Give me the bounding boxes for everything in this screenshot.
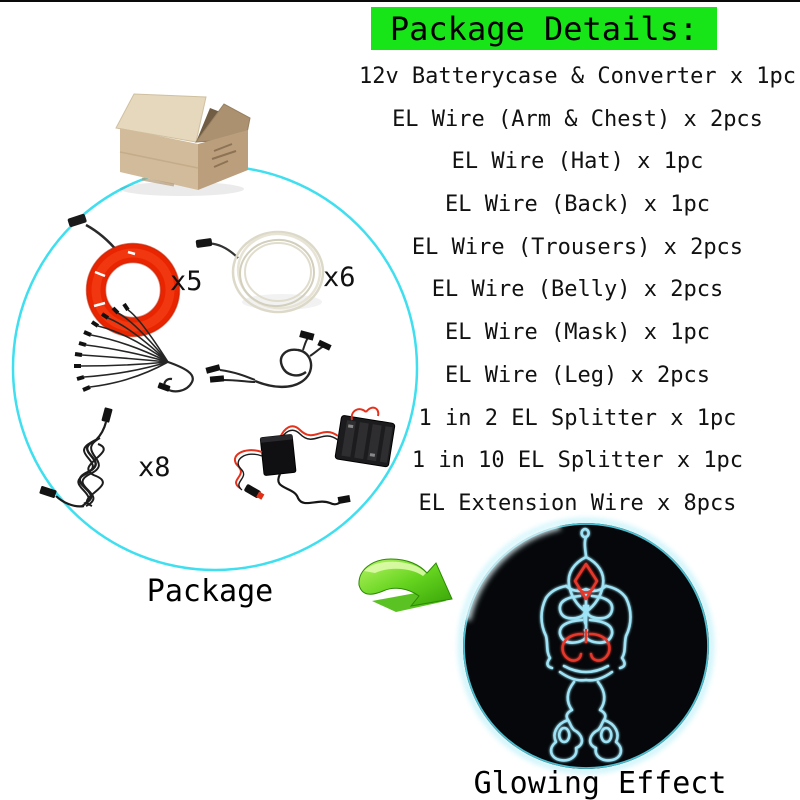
package-item: 1 in 2 EL Splitter x 1pc <box>418 405 737 431</box>
package-item: EL Wire (Arm & Chest) x 2pcs <box>392 106 763 132</box>
el-costume-figure <box>540 527 632 762</box>
red-el-wire-coil-image <box>67 213 181 338</box>
top-border-line <box>0 0 800 2</box>
package-item: EL Wire (Back) x 1pc <box>445 192 710 218</box>
package-item: EL Wire (Belly) x 2pcs <box>431 277 724 303</box>
green-arrow-icon <box>358 558 453 612</box>
package-contents-list: 12v Batterycase & Converter x 1pc EL Wir… <box>355 56 800 526</box>
package-details-header: Package Details: <box>371 7 717 50</box>
white-el-wire-coil-image <box>195 230 325 314</box>
glowing-effect-caption: Glowing Effect <box>473 766 727 800</box>
extension-wire-bundle-image <box>39 407 113 508</box>
package-item: 12v Batterycase & Converter x 1pc <box>358 64 797 89</box>
ten-way-splitter-image <box>74 302 194 393</box>
package-item: EL Wire (Hat) x 1pc <box>451 149 704 175</box>
extension-quantity-label: x8 <box>138 452 171 483</box>
header-title: Package Details: <box>389 9 699 48</box>
cardboard-box-image <box>115 93 251 196</box>
package-caption: Package <box>146 574 274 609</box>
battery-inverter-image <box>234 406 396 506</box>
package-item: EL Wire (Mask) x 1pc <box>445 320 710 346</box>
package-item: 1 in 10 EL Splitter x 1pc <box>411 448 744 474</box>
package-item: EL Wire (Leg) x 2pcs <box>445 362 710 388</box>
package-item: EL Extension Wire x 8pcs <box>418 490 737 516</box>
white-coil-quantity-label: x6 <box>323 262 356 293</box>
two-way-splitter-image <box>205 330 332 389</box>
red-coil-quantity-label: x5 <box>170 266 203 297</box>
package-item: EL Wire (Trousers) x 2pcs <box>411 234 744 260</box>
glowing-effect-photo <box>458 518 714 774</box>
